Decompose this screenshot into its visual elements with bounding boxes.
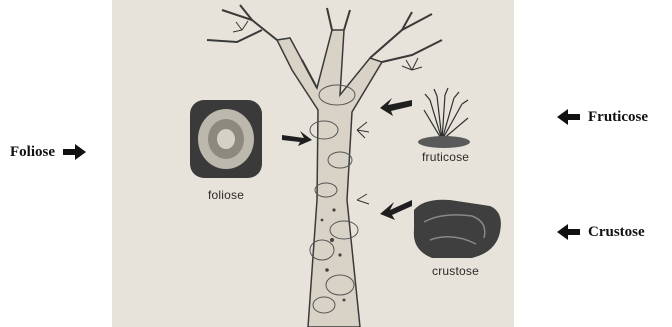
foliose-inset bbox=[190, 100, 262, 178]
foliose-inset-label: foliose bbox=[208, 188, 244, 202]
foliose-side-label: Foliose bbox=[10, 143, 87, 161]
arrow-left-icon bbox=[556, 108, 582, 126]
fruticose-side-label: Fruticose bbox=[556, 108, 648, 126]
crustose-side-label: Crustose bbox=[556, 223, 645, 241]
lichen-tree-illustration: foliose fruticose crustose bbox=[112, 0, 514, 327]
arrow-right-icon bbox=[61, 143, 87, 161]
crustose-inset bbox=[414, 200, 501, 258]
crustose-label-text: Crustose bbox=[588, 224, 645, 241]
fruticose-label-text: Fruticose bbox=[588, 109, 648, 126]
fruticose-inset bbox=[418, 88, 470, 148]
arrow-left-icon bbox=[556, 223, 582, 241]
foliose-label-text: Foliose bbox=[10, 144, 55, 161]
crustose-inset-label: crustose bbox=[432, 264, 479, 278]
fruticose-inset-label: fruticose bbox=[422, 150, 469, 164]
